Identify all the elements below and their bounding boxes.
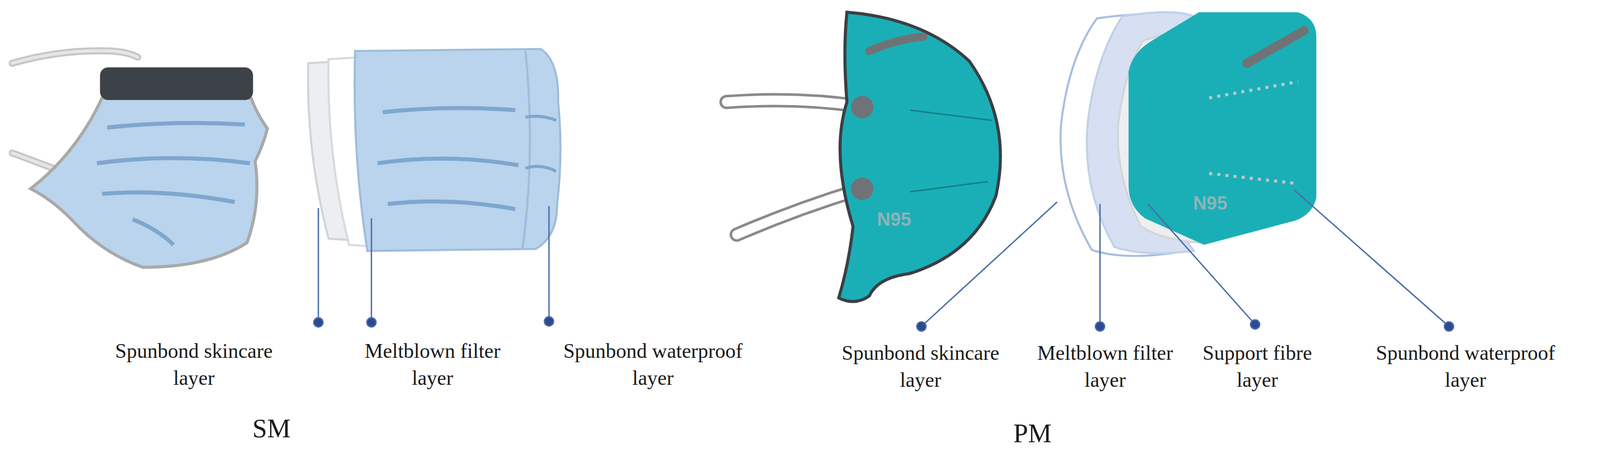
leader-lines bbox=[313, 189, 1454, 332]
mask-marking: N95 bbox=[864, 207, 924, 232]
layer-label: Spunbond waterproof layer bbox=[1367, 339, 1564, 395]
layer-label: Meltblown filter layer bbox=[349, 337, 516, 393]
n95-side bbox=[726, 12, 1001, 302]
layer-label: Spunbond skincare layer bbox=[832, 339, 1009, 395]
surgical-mask-layers bbox=[307, 49, 561, 252]
mask-marking: N95 bbox=[1180, 190, 1240, 216]
panel-label: PM bbox=[983, 416, 1082, 452]
layer-label: Meltblown filter layer bbox=[1021, 339, 1189, 395]
surgical-mask-side bbox=[12, 50, 268, 268]
panel-label: SM bbox=[222, 411, 321, 447]
layer-label: Spunbond skincare layer bbox=[105, 337, 283, 393]
layer-label: Spunbond waterproof layer bbox=[554, 337, 752, 393]
layer-label: Support fibre layer bbox=[1188, 339, 1327, 395]
n95-layers bbox=[1060, 12, 1317, 257]
